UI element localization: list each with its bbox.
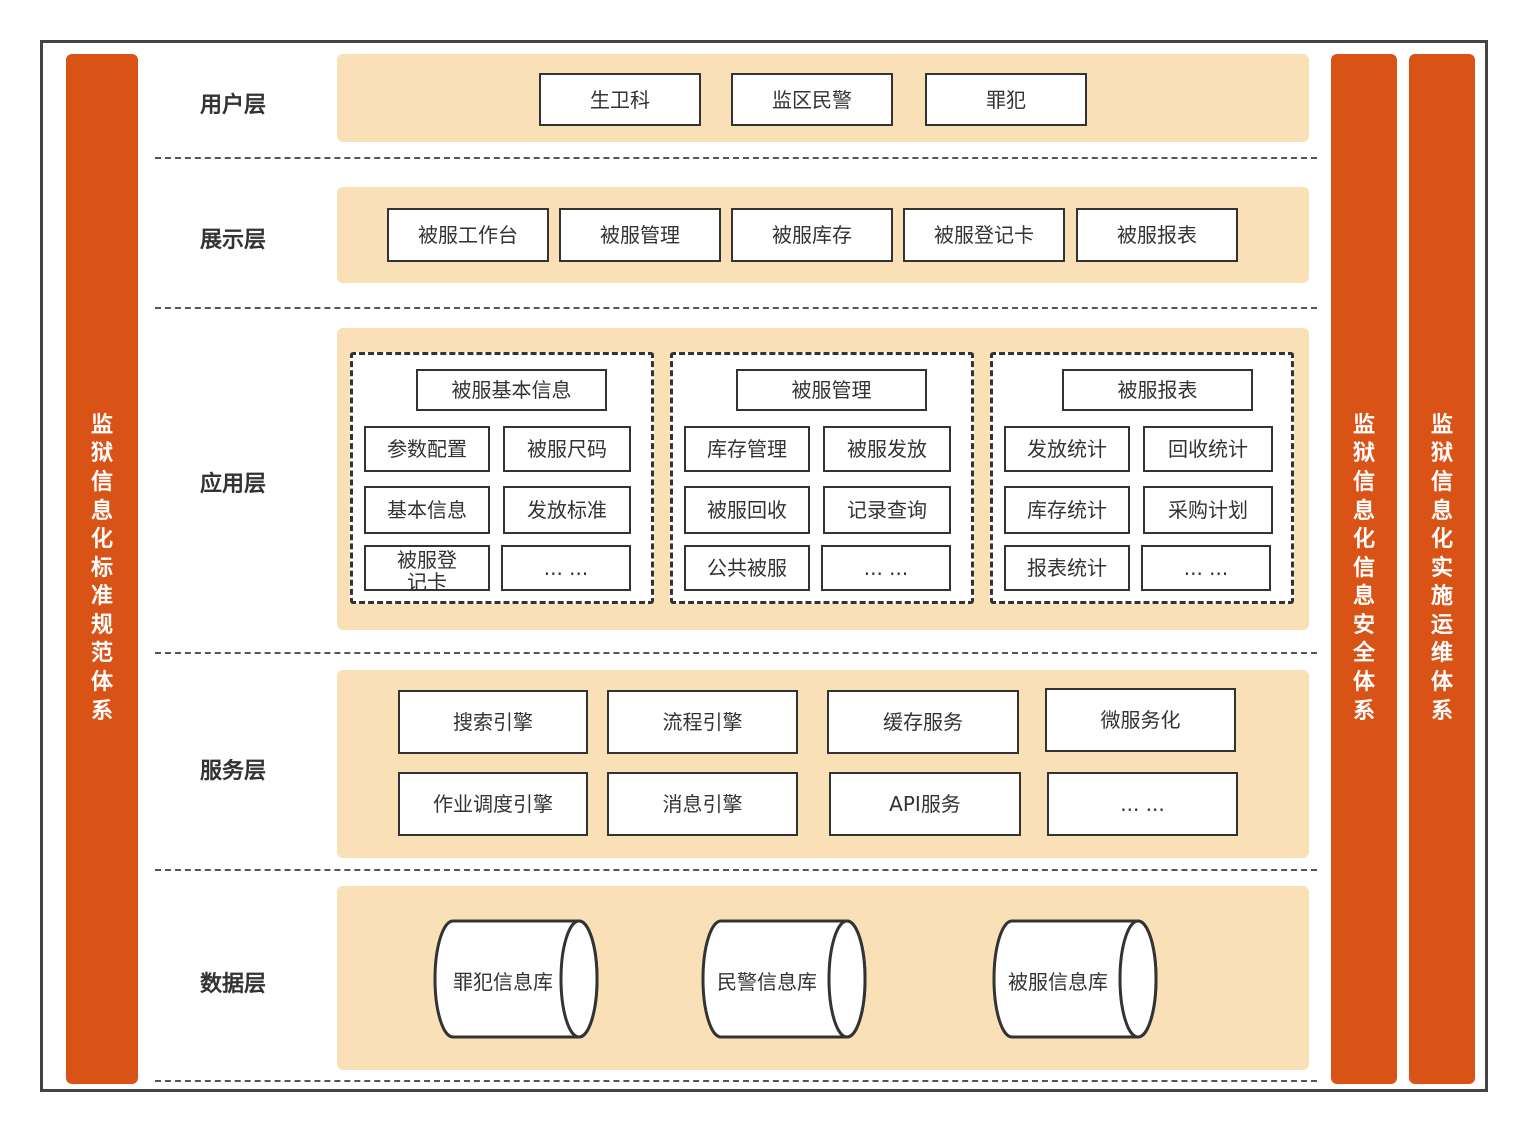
app-item: 被服登记卡 bbox=[364, 545, 490, 591]
display-layer-label: 展示层 bbox=[199, 228, 266, 253]
app-item: 基本信息 bbox=[364, 486, 490, 534]
app-item: 库存管理 bbox=[684, 426, 810, 472]
app-item: 被服回收 bbox=[684, 486, 810, 534]
database-cylinder: 被服信息库 bbox=[990, 918, 1160, 1044]
standards-system-bar: 监狱信息化标准规范体系 bbox=[66, 54, 138, 1084]
user-item: 监区民警 bbox=[731, 73, 893, 126]
service-item: ... ... bbox=[1047, 772, 1238, 836]
security-system-label: 监狱信息化信息安全体系 bbox=[1352, 412, 1375, 724]
standards-system-label: 监狱信息化标准规范体系 bbox=[90, 412, 113, 724]
ops-system-bar: 监狱信息化实施运维体系 bbox=[1409, 54, 1475, 1084]
service-item: 搜索引擎 bbox=[398, 690, 588, 754]
database-icon bbox=[701, 919, 867, 1039]
service-item: 缓存服务 bbox=[827, 690, 1019, 754]
database-label: 民警信息库 bbox=[717, 970, 817, 994]
app-item: 报表统计 bbox=[1004, 545, 1130, 591]
service-item: 消息引擎 bbox=[607, 772, 798, 836]
app-item: 发放统计 bbox=[1004, 426, 1130, 472]
divider bbox=[155, 307, 1317, 309]
service-item: 流程引擎 bbox=[607, 690, 798, 754]
display-item: 被服管理 bbox=[559, 208, 721, 262]
display-item: 被服工作台 bbox=[387, 208, 549, 262]
service-item: 微服务化 bbox=[1045, 688, 1236, 752]
app-item: 采购计划 bbox=[1143, 486, 1273, 534]
app-item: 回收统计 bbox=[1143, 426, 1273, 472]
service-item: 作业调度引擎 bbox=[398, 772, 588, 836]
data-layer-label: 数据层 bbox=[199, 972, 266, 997]
security-system-bar: 监狱信息化信息安全体系 bbox=[1331, 54, 1397, 1084]
database-icon bbox=[433, 919, 599, 1039]
app-item: ... ... bbox=[821, 545, 951, 591]
database-label: 罪犯信息库 bbox=[453, 970, 553, 994]
app-group-title: 被服基本信息 bbox=[416, 369, 607, 411]
divider bbox=[155, 652, 1317, 654]
app-item: ... ... bbox=[501, 545, 631, 591]
user-layer-label: 用户层 bbox=[199, 93, 266, 118]
app-item: 记录查询 bbox=[823, 486, 951, 534]
app-item: 公共被服 bbox=[684, 545, 810, 591]
user-item: 生卫科 bbox=[539, 73, 701, 126]
display-item: 被服库存 bbox=[731, 208, 893, 262]
database-cylinder: 民警信息库 bbox=[699, 918, 869, 1044]
service-item: API服务 bbox=[829, 772, 1021, 836]
app-item: 参数配置 bbox=[364, 426, 490, 472]
application-layer-label: 应用层 bbox=[199, 472, 266, 497]
database-label: 被服信息库 bbox=[1008, 970, 1108, 994]
divider bbox=[155, 869, 1317, 871]
app-item: 被服发放 bbox=[823, 426, 951, 472]
database-icon bbox=[992, 919, 1158, 1039]
app-item: 库存统计 bbox=[1004, 486, 1130, 534]
user-item: 罪犯 bbox=[925, 73, 1087, 126]
display-item: 被服登记卡 bbox=[903, 208, 1065, 262]
app-item: 发放标准 bbox=[503, 486, 631, 534]
ops-system-label: 监狱信息化实施运维体系 bbox=[1430, 412, 1453, 724]
display-item: 被服报表 bbox=[1076, 208, 1238, 262]
app-item: ... ... bbox=[1141, 545, 1271, 591]
divider bbox=[155, 1080, 1317, 1082]
app-group-title: 被服报表 bbox=[1062, 369, 1253, 411]
app-group-title: 被服管理 bbox=[736, 369, 927, 411]
divider bbox=[155, 157, 1317, 159]
app-item: 被服尺码 bbox=[503, 426, 631, 472]
service-layer-label: 服务层 bbox=[199, 759, 266, 784]
database-cylinder: 罪犯信息库 bbox=[431, 918, 601, 1044]
